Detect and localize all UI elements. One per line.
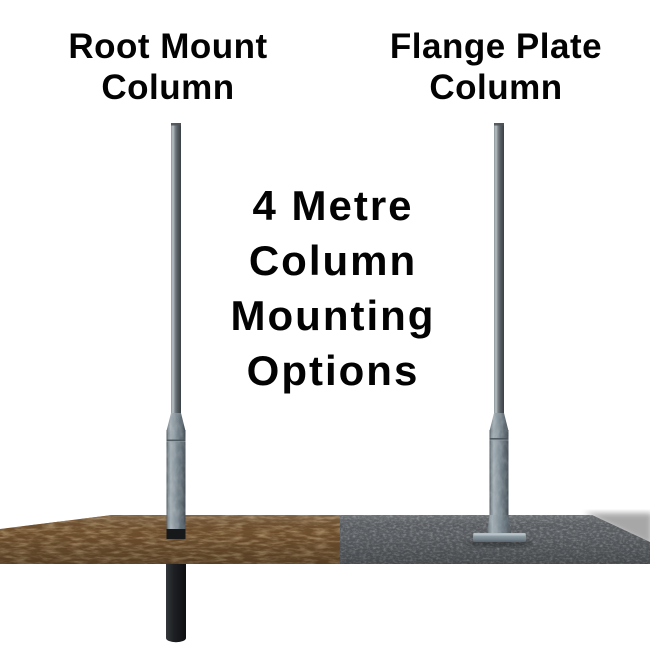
label-flange-plate-column: Flange Plate Column xyxy=(390,26,602,108)
base-seam xyxy=(489,438,509,440)
title-line: 4 Metre xyxy=(252,182,414,229)
label-line: Column xyxy=(101,68,235,107)
label-line: Column xyxy=(429,68,563,107)
root-bottom-cap xyxy=(166,633,186,643)
center-title: 4 Metre Column Mounting Options xyxy=(231,178,436,398)
flange-plate-column-graphic xyxy=(466,123,533,547)
flange-plate-highlight xyxy=(474,533,525,536)
pole-shaft xyxy=(171,123,181,414)
pole-shaft xyxy=(494,123,504,414)
title-line: Column xyxy=(248,237,418,284)
title-line: Mounting xyxy=(230,292,436,339)
label-line: Flange Plate xyxy=(389,27,603,66)
label-root-mount-column: Root Mount Column xyxy=(68,26,267,108)
pole-top-cap xyxy=(171,123,181,126)
label-line: Root Mount xyxy=(68,27,268,66)
base-seam xyxy=(166,439,186,442)
root-mount-column-graphic xyxy=(166,123,186,539)
pole-top-cap xyxy=(494,123,504,126)
title-line: Options xyxy=(246,347,420,394)
ground-line-collar xyxy=(166,529,186,539)
